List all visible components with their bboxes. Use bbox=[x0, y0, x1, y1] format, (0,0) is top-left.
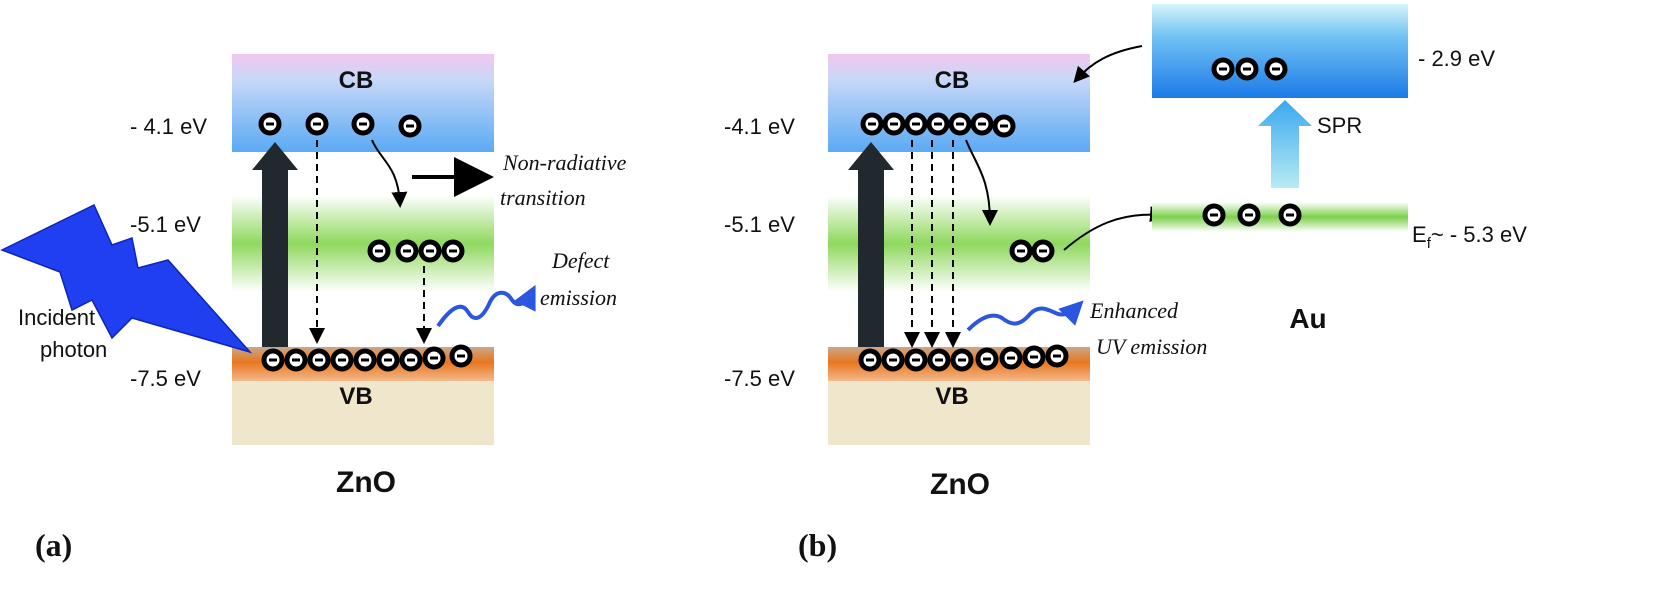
electron-icon bbox=[356, 351, 374, 369]
electron-icon bbox=[907, 351, 925, 369]
electron-icon bbox=[930, 351, 948, 369]
injection-arrow-to-cb bbox=[1073, 45, 1143, 83]
enhanced-emission-label-2: UV emission bbox=[1096, 334, 1207, 359]
excitation-arrow bbox=[848, 142, 894, 347]
cb-label: CB bbox=[339, 67, 374, 94]
electron-icon bbox=[402, 351, 420, 369]
incident-photon-label-2: photon bbox=[40, 337, 107, 362]
electron-icon bbox=[995, 117, 1013, 135]
incident-photon-label-1: Incident bbox=[18, 305, 95, 330]
electron-icon bbox=[452, 347, 470, 365]
electron-icon bbox=[978, 350, 996, 368]
panel-a: CB VB - 4.1 eV -5.1 eV -7.5 eV Incident … bbox=[0, 54, 627, 563]
vb-energy-label: -7.5 eV bbox=[130, 366, 201, 391]
electron-icon bbox=[1281, 206, 1299, 224]
electron-icon bbox=[398, 242, 416, 260]
lightning-bolt-icon bbox=[0, 203, 253, 354]
electron-icon bbox=[425, 349, 443, 367]
electron-icon bbox=[308, 115, 326, 133]
electron-icon bbox=[264, 351, 282, 369]
electron-icon bbox=[861, 351, 879, 369]
electron-icon bbox=[287, 351, 305, 369]
electron-icon bbox=[953, 351, 971, 369]
electron-icon bbox=[1214, 60, 1232, 78]
electron-icon bbox=[1025, 348, 1043, 366]
transfer-arrow-to-au bbox=[1063, 206, 1166, 251]
nonradiative-label-2: transition bbox=[500, 185, 586, 210]
electron-icon bbox=[973, 115, 991, 133]
fermi-value: ~ - 5.3 eV bbox=[1431, 222, 1527, 247]
cb-energy-label: -4.1 eV bbox=[724, 114, 795, 139]
cb-energy-label: - 4.1 eV bbox=[130, 114, 207, 139]
electron-icon bbox=[1034, 242, 1052, 260]
au-hot-electron-band bbox=[1152, 4, 1408, 98]
electron-icon bbox=[1002, 349, 1020, 367]
electron-icon bbox=[907, 115, 925, 133]
vb-label: VB bbox=[935, 383, 968, 410]
electron-icon bbox=[444, 242, 462, 260]
conduction-band bbox=[828, 54, 1090, 152]
fermi-e: E bbox=[1412, 222, 1427, 247]
fermi-sub: f bbox=[1427, 235, 1432, 252]
electron-icon bbox=[1238, 60, 1256, 78]
vb-energy-label: -7.5 eV bbox=[724, 366, 795, 391]
electron-icon bbox=[863, 115, 881, 133]
material-label: ZnO bbox=[336, 466, 396, 499]
electron-icon bbox=[370, 242, 388, 260]
au-top-energy-label: - 2.9 eV bbox=[1418, 46, 1495, 71]
electron-icon bbox=[884, 351, 902, 369]
electron-icon bbox=[354, 115, 372, 133]
electron-icon bbox=[401, 117, 419, 135]
panel-label: (a) bbox=[35, 527, 72, 563]
defect-emission-label-2: emission bbox=[540, 285, 617, 310]
nonradiative-label-1: Non-radiative bbox=[502, 150, 627, 175]
electron-icon bbox=[310, 351, 328, 369]
excitation-arrow bbox=[252, 142, 298, 347]
electron-icon bbox=[333, 351, 351, 369]
spr-arrow bbox=[1258, 100, 1312, 188]
electron-icon bbox=[1012, 242, 1030, 260]
enhanced-emission-label-1: Enhanced bbox=[1089, 298, 1179, 323]
spr-label: SPR bbox=[1317, 113, 1362, 138]
electron-icon bbox=[951, 115, 969, 133]
defect-energy-label: -5.1 eV bbox=[130, 212, 201, 237]
electron-icon bbox=[885, 115, 903, 133]
defect-energy-label: -5.1 eV bbox=[724, 212, 795, 237]
defect-emission-label-1: Defect bbox=[551, 248, 610, 273]
au-label: Au bbox=[1289, 303, 1326, 334]
material-label: ZnO bbox=[930, 468, 990, 501]
electron-icon bbox=[1205, 206, 1223, 224]
panel-b: CB VB -4.1 eV -5.1 eV -7.5 eV bbox=[724, 4, 1527, 563]
uv-emission-wave bbox=[966, 300, 1084, 332]
electron-icon bbox=[379, 351, 397, 369]
nonradiative-curve-arrow bbox=[371, 139, 408, 208]
cb-label: CB bbox=[935, 67, 970, 94]
nonradiative-curve-arrow bbox=[965, 139, 998, 226]
fermi-level-label: Ef~ - 5.3 eV bbox=[1412, 222, 1527, 252]
electron-icon bbox=[421, 242, 439, 260]
conduction-band bbox=[232, 54, 494, 152]
defect-emission-wave bbox=[436, 284, 536, 328]
electron-icon bbox=[1240, 206, 1258, 224]
electron-icon bbox=[1267, 60, 1285, 78]
electron-icon bbox=[1048, 347, 1066, 365]
electron-icon bbox=[261, 115, 279, 133]
vb-label: VB bbox=[339, 383, 372, 410]
panel-label: (b) bbox=[798, 527, 837, 563]
electron-icon bbox=[929, 115, 947, 133]
